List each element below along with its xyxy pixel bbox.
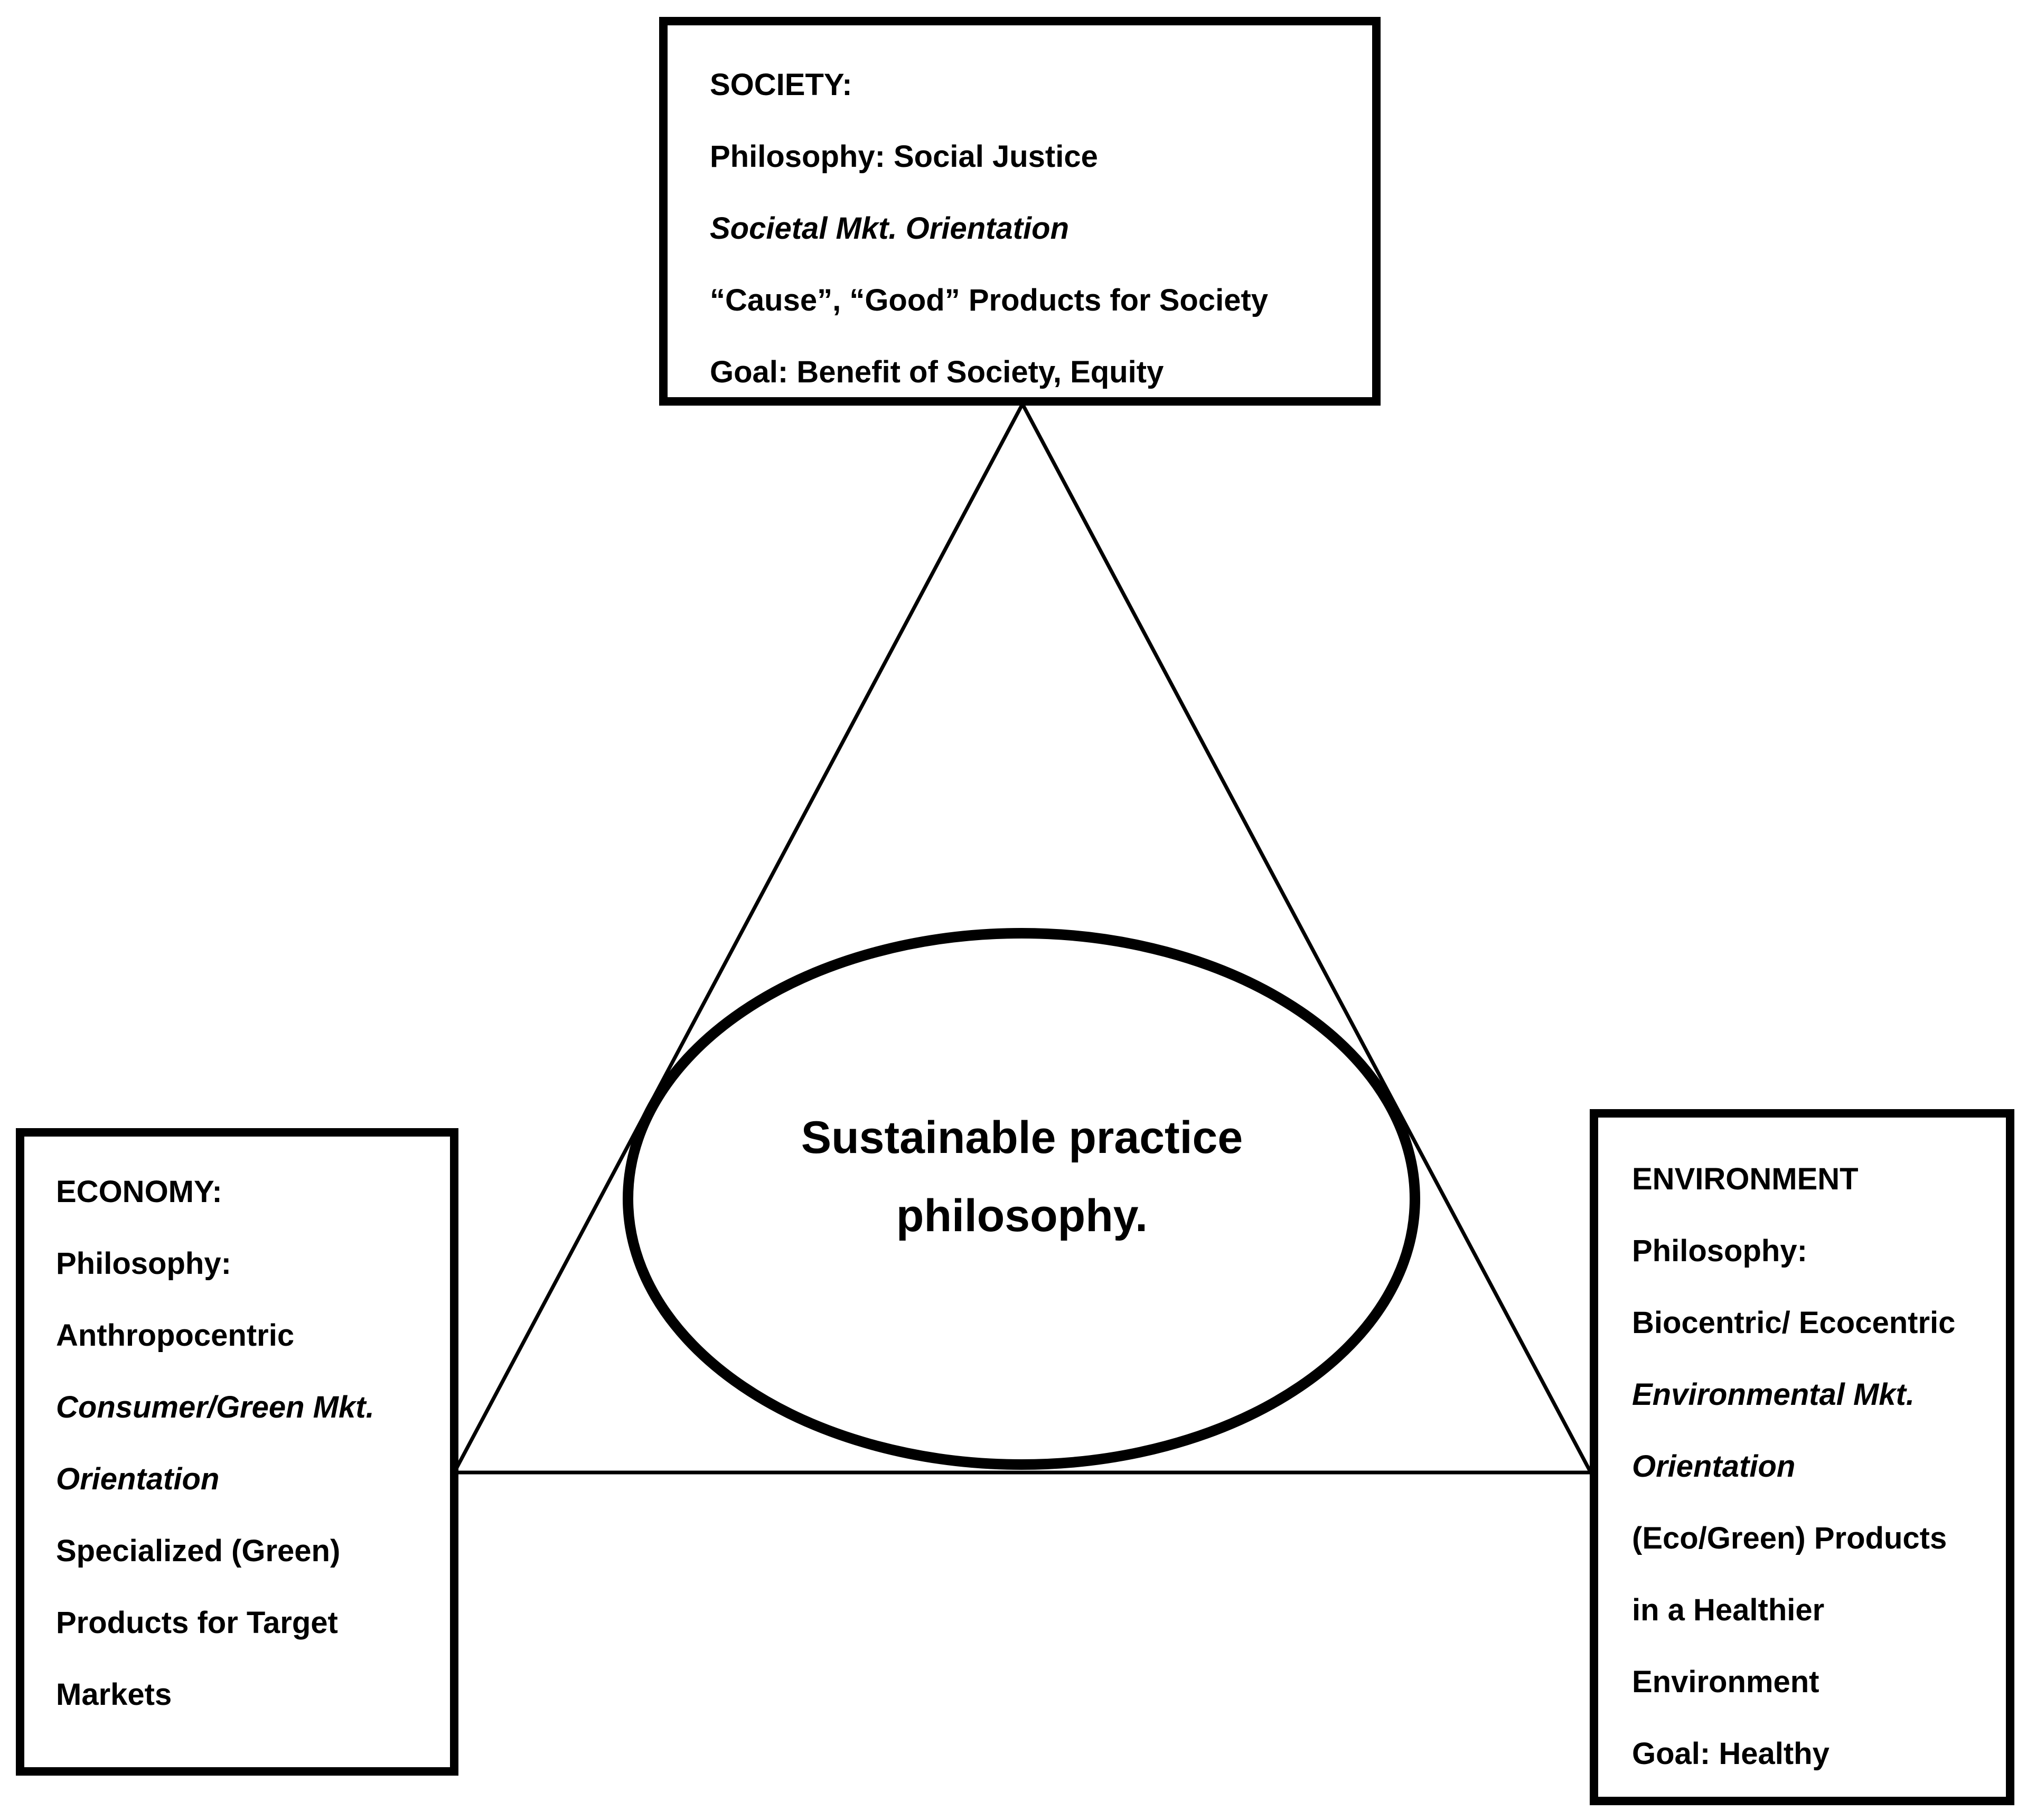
center-label: Sustainable practice philosophy. <box>687 1099 1357 1255</box>
environment-box: ENVIRONMENT Philosophy: Biocentric/ Ecoc… <box>1590 1109 2014 1805</box>
society-box: SOCIETY: Philosophy: Social Justice Soci… <box>659 17 1381 406</box>
environment-philosophy-value: Biocentric/ Ecocentric <box>1632 1306 1956 1340</box>
society-heading: SOCIETY: <box>710 68 852 102</box>
environment-products-line-3: Environment <box>1632 1665 1819 1699</box>
society-orientation: Societal Mkt. Orientation <box>710 211 1069 246</box>
center-ellipse <box>623 928 1420 1470</box>
society-philosophy: Philosophy: Social Justice <box>710 139 1098 174</box>
economy-heading: ECONOMY: <box>56 1175 222 1209</box>
environment-heading: ENVIRONMENT <box>1632 1162 1859 1196</box>
environment-philosophy-label: Philosophy: <box>1632 1234 1807 1268</box>
society-products: “Cause”, “Good” Products for Society <box>710 283 1269 317</box>
economy-products-line-3: Markets <box>56 1677 172 1712</box>
environment-products-line-1: (Eco/Green) Products <box>1632 1521 1947 1555</box>
environment-products-line-2: in a Healthier <box>1632 1593 1825 1627</box>
environment-goal: Goal: Healthy <box>1632 1737 1830 1771</box>
economy-philosophy-value: Anthropocentric <box>56 1318 295 1353</box>
center-label-line-2: philosophy. <box>896 1190 1148 1241</box>
economy-philosophy-label: Philosophy: <box>56 1246 231 1281</box>
economy-orientation-line-2: Orientation <box>56 1462 220 1496</box>
triangle-left-edge <box>452 403 1025 1474</box>
triangle-right-edge <box>1020 403 1593 1474</box>
economy-box: ECONOMY: Philosophy: Anthropocentric Con… <box>16 1128 458 1776</box>
economy-products-line-2: Products for Target <box>56 1606 338 1640</box>
environment-orientation-line-1: Environmental Mkt. <box>1632 1377 1915 1412</box>
economy-products-line-1: Specialized (Green) <box>56 1534 341 1568</box>
society-goal: Goal: Benefit of Society, Equity <box>710 355 1164 389</box>
center-label-line-1: Sustainable practice <box>801 1112 1243 1163</box>
environment-orientation-line-2: Orientation <box>1632 1449 1796 1484</box>
economy-orientation-line-1: Consumer/Green Mkt. <box>56 1390 374 1424</box>
